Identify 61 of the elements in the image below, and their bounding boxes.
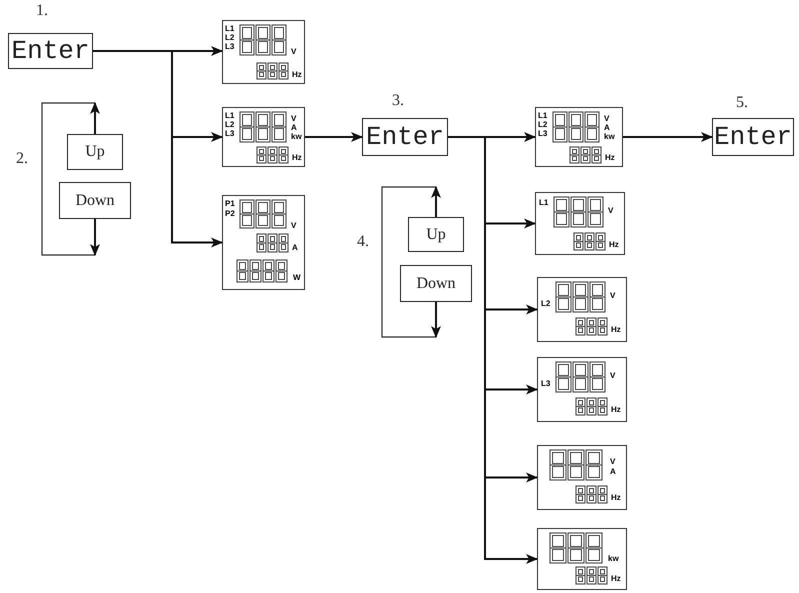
arrow	[90, 102, 100, 134]
key-label: Up	[85, 143, 105, 161]
key-label: Up	[426, 226, 446, 244]
display-unit-label: L3	[538, 130, 548, 138]
display-unit-label: V	[604, 115, 610, 123]
display-unit-label: kw	[608, 555, 619, 563]
display-unit-label: L3	[225, 130, 234, 138]
display-unit-label: Hz	[609, 241, 619, 249]
display-unit-label: kw	[291, 133, 302, 141]
display-unit-label: V	[291, 115, 296, 123]
display-unit-label: L2	[225, 121, 234, 129]
arrow	[305, 132, 363, 142]
display-unit-label: kw	[604, 133, 615, 141]
display-unit-label: V	[608, 207, 614, 215]
key-label: Enter	[714, 122, 792, 152]
display-unit-label: L1	[539, 199, 548, 207]
arrow	[623, 132, 713, 142]
display-unit-label: V	[610, 372, 616, 380]
step-number: 1.	[36, 2, 48, 20]
display-unit-label: L1	[225, 112, 234, 120]
key-label: Enter	[366, 122, 444, 152]
step-number: 2.	[16, 150, 28, 168]
display-unit-label: L2	[541, 300, 550, 308]
arrow	[431, 186, 441, 217]
key-box	[408, 217, 464, 252]
step-number: 4.	[357, 233, 369, 251]
display-unit-label: V	[610, 458, 616, 466]
display-unit-label: P2	[225, 210, 235, 218]
display-unit-label: L1	[225, 25, 234, 33]
display-unit-label: Hz	[605, 154, 615, 162]
display-unit-label: Hz	[292, 71, 302, 79]
display-unit-label: P1	[225, 200, 235, 208]
display-unit-label: Hz	[611, 575, 621, 583]
arrow	[93, 50, 223, 248]
arrow	[431, 302, 441, 338]
display-unit-label: L2	[538, 121, 548, 129]
display-unit-label: Hz	[292, 154, 302, 162]
display-unit-label: V	[610, 292, 616, 300]
display-unit-label: Hz	[611, 494, 621, 502]
key-box	[400, 265, 472, 302]
key-box	[67, 134, 123, 170]
key-label: Down	[416, 274, 456, 292]
display-unit-label: V	[291, 48, 296, 56]
display-unit-label: L3	[541, 380, 550, 388]
display-unit-label: A	[610, 468, 616, 476]
display-unit-label: A	[291, 124, 297, 132]
arrow	[90, 219, 100, 256]
key-label: Enter	[11, 36, 90, 66]
display-unit-label: V	[291, 222, 296, 230]
display-unit-label: Hz	[611, 326, 621, 334]
display-unit-label: L2	[225, 34, 234, 42]
key-box	[59, 182, 131, 219]
display-unit-label: Hz	[611, 406, 621, 414]
display-unit-label: A	[292, 244, 298, 252]
display-unit-label: L1	[538, 112, 548, 120]
step-number: 5.	[736, 94, 748, 112]
display-unit-label: W	[293, 274, 301, 282]
step-number: 3.	[392, 92, 404, 110]
display-unit-label: L3	[225, 43, 234, 51]
key-label: Down	[75, 192, 115, 210]
display-unit-label: A	[604, 124, 610, 132]
